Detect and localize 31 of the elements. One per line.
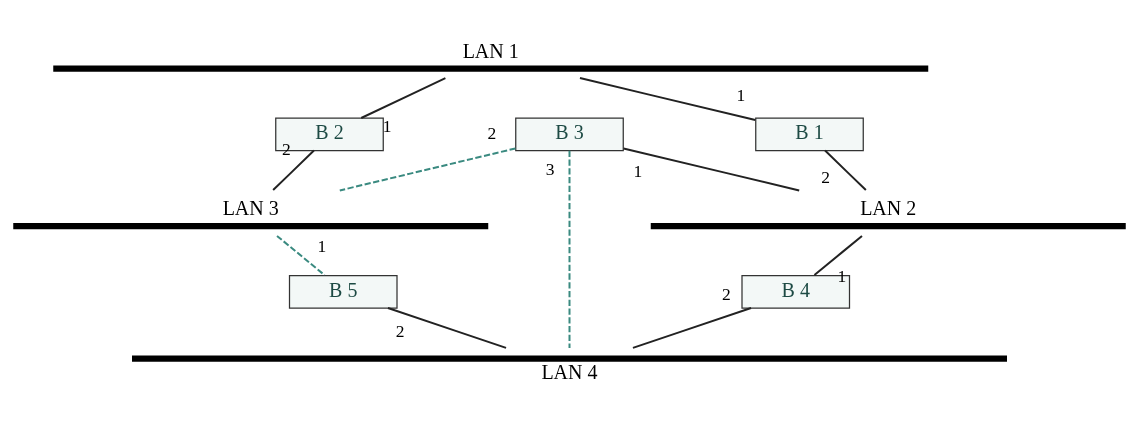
node-label: LAN 2 [860,196,917,219]
node-box: B 5 [288,274,398,309]
edge-label: 3 [545,158,555,179]
connector [386,306,508,349]
node-label: LAN 4 [541,360,598,383]
connector [813,234,863,276]
node-box: B 1 [755,116,864,151]
edge-label: 1 [382,115,392,136]
connector [622,146,801,191]
connector [272,149,315,191]
edge-label: 2 [487,122,497,143]
edge-label: 1 [317,235,327,256]
connector [360,76,447,119]
connector [578,76,757,121]
node-box: B 3 [515,116,624,151]
edge-label: 1 [736,84,746,105]
connector [338,146,517,191]
edge-label: 1 [633,160,643,180]
edge-label: 2 [821,166,830,187]
connector [568,149,571,349]
connector [824,149,867,191]
node-box [13,222,489,229]
node-label: LAN 1 [462,39,519,62]
edge-label: 2 [395,320,405,341]
connector [276,234,326,276]
node-box [132,355,1007,362]
connector [631,306,753,349]
node-box [53,65,929,72]
edge-label: 2 [722,283,731,304]
node-box [650,222,1126,229]
node-label: LAN 3 [222,196,279,219]
